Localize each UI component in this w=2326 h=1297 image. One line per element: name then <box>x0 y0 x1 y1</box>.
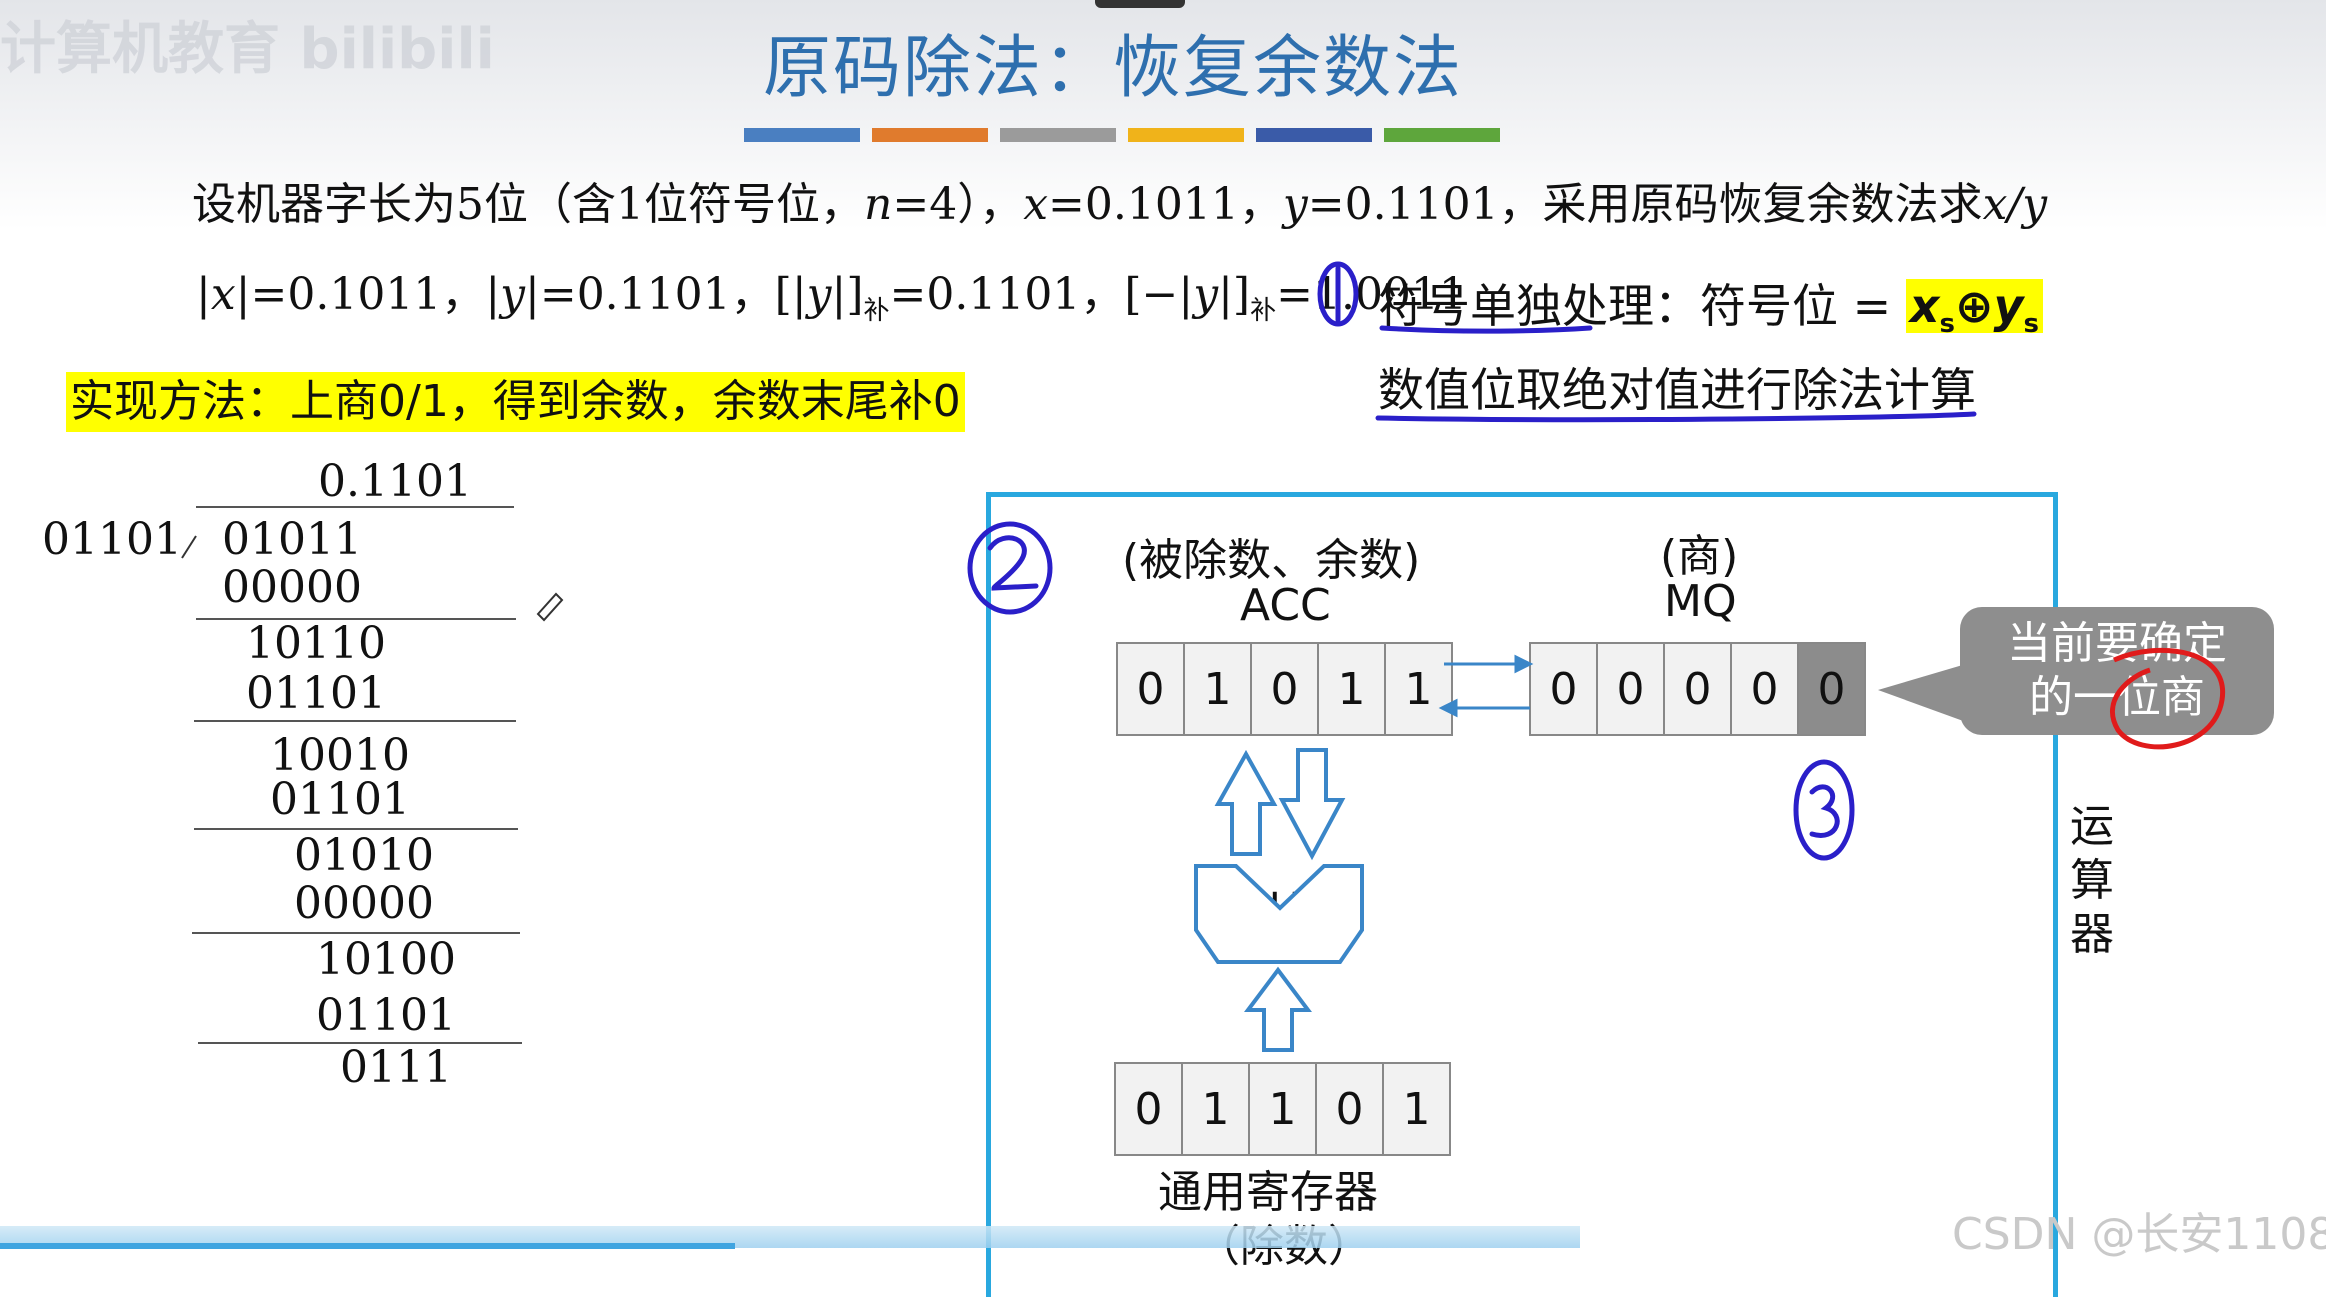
acc-bit: 0 <box>1250 642 1319 736</box>
register-transfer-arrows <box>1438 654 1534 718</box>
mq-label: MQ <box>1664 576 1737 627</box>
division-line: 01101 <box>270 774 410 825</box>
mq-bit: 0 <box>1596 642 1665 736</box>
mq-caption: (商) <box>1660 531 1739 582</box>
acc-caption: (被除数、余数) <box>1122 535 1421 586</box>
color-bar <box>1000 128 1116 142</box>
alu-block <box>1194 748 1364 1052</box>
sign-xor-formula: xs⊕ys <box>1905 279 2043 339</box>
title-color-bars <box>744 128 1500 142</box>
arithmetic-unit-frame <box>986 492 2058 1297</box>
mq-bit: 0 <box>1730 642 1799 736</box>
division-line: 01011 <box>222 514 362 565</box>
division-bracket <box>181 535 197 559</box>
mq-register: 0 0 0 0 0 <box>1529 642 1866 736</box>
red-circle-annotation <box>2110 647 2226 750</box>
division-line: 01101 <box>316 990 456 1041</box>
note-magnitude: 数值位取绝对值进行除法计算 <box>1378 363 1976 417</box>
mq-current-bit: 0 <box>1797 642 1866 736</box>
mq-bit: 0 <box>1663 642 1732 736</box>
callout-pointer <box>1878 664 1966 722</box>
register-caption: 通用寄存器 <box>1158 1167 1378 1218</box>
division-rule <box>196 618 516 620</box>
underline-magnitude-note <box>1375 411 1977 423</box>
problem-statement: 设机器字长为5位（含1位符号位，n=4），x=0.1011，y=0.1101，采… <box>192 179 2048 230</box>
channel-watermark: 计算机教育 bilibili <box>0 17 495 82</box>
slide-title: 原码除法：恢复余数法 <box>762 29 1463 108</box>
division-line: 0111 <box>340 1042 452 1093</box>
handwritten-annotations <box>967 261 1977 861</box>
mq-bit: 0 <box>1529 642 1598 736</box>
division-line: 01101 <box>246 668 386 719</box>
video-progress-fill <box>0 1243 735 1249</box>
alu-icon <box>1194 864 1364 964</box>
division-line: 10110 <box>246 618 386 669</box>
color-bar <box>1384 128 1500 142</box>
division-rule <box>198 1042 522 1044</box>
acc-bit: 0 <box>1116 642 1185 736</box>
circled-three-stroke <box>1809 784 1840 838</box>
underline-sign-note <box>1379 325 1593 334</box>
acc-bit: 1 <box>1183 642 1252 736</box>
divisor: 01101 <box>42 514 182 565</box>
circled-two-stroke <box>987 535 1039 591</box>
color-bar <box>872 128 988 142</box>
division-line: 10100 <box>316 934 456 985</box>
arrow-head-icon <box>1514 654 1534 674</box>
down-arrow-icon <box>1278 748 1346 861</box>
circled-three-marker <box>1793 759 1855 861</box>
division-line: 01010 <box>294 830 434 881</box>
divisor-bit: 1 <box>1382 1062 1451 1156</box>
division-rule <box>192 932 520 934</box>
arrow-head-icon <box>1438 698 1458 718</box>
division-line: 00000 <box>222 562 362 613</box>
arithmetic-unit-label: 运算器 <box>2070 801 2114 960</box>
window-notch <box>1095 0 1185 8</box>
color-bar <box>744 128 860 142</box>
color-bar <box>1256 128 1372 142</box>
header-band <box>0 0 2326 230</box>
divisor-bit: 1 <box>1181 1062 1250 1156</box>
general-register: 0 1 1 0 1 <box>1114 1062 1451 1156</box>
division-rule <box>194 828 518 830</box>
diagram-graphics <box>181 261 2226 1052</box>
color-bar <box>1128 128 1244 142</box>
pencil-icon <box>536 592 564 622</box>
circled-two-marker <box>967 521 1053 615</box>
note-sign-handling: 符号单独处理：符号位 = xs⊕ys <box>1378 270 2043 339</box>
division-line: 10010 <box>270 730 410 781</box>
circled-one-marker <box>1317 261 1359 327</box>
division-line: 00000 <box>294 878 434 929</box>
up-arrow-icon <box>1214 749 1278 856</box>
csdn-watermark: CSDN @长安1108 <box>1952 1209 2326 1260</box>
acc-register: 0 1 0 1 1 <box>1116 642 1453 736</box>
video-progress-track[interactable] <box>0 1226 1580 1248</box>
up-arrow-icon <box>1244 966 1312 1052</box>
acc-label: ACC <box>1240 580 1331 631</box>
division-rule <box>194 720 516 722</box>
current-quotient-callout: 当前要确定 的一位商 <box>1960 607 2274 735</box>
method-highlight: 实现方法：上商0/1，得到余数，余数末尾补0 <box>66 372 965 432</box>
acc-bit: 1 <box>1384 642 1453 736</box>
division-bar <box>196 506 514 508</box>
absolute-values-line: |x|=0.1011，|y|=0.1101，[|y|]补=0.1101，[−|y… <box>196 269 1467 326</box>
divisor-bit: 0 <box>1315 1062 1384 1156</box>
quotient: 0.1101 <box>318 456 472 507</box>
